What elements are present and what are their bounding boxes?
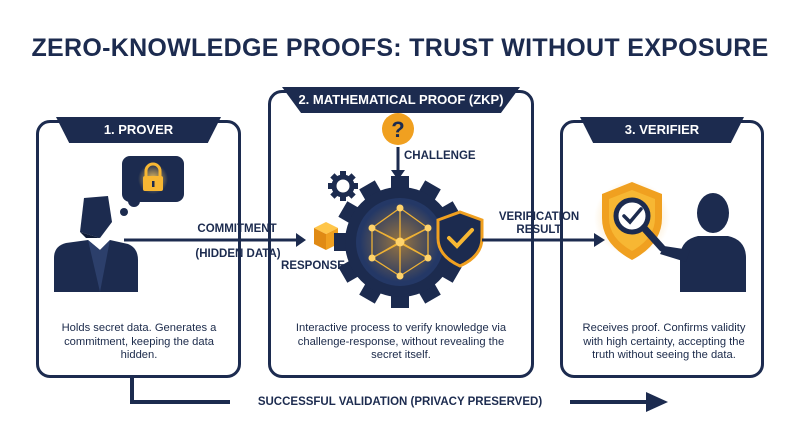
magnifier-shield-icon xyxy=(594,180,670,260)
verifier-description: Receives proof. Confirms validity with h… xyxy=(582,322,746,361)
commitment-label: COMMITMENT xyxy=(197,223,277,235)
proof-description: Interactive process to verify knowledge … xyxy=(295,322,507,361)
person-icon xyxy=(54,196,138,292)
hidden-data-label: (HIDDEN DATA) xyxy=(195,248,281,260)
page-title: ZERO-KNOWLEDGE PROOFS: TRUST WITHOUT EXP… xyxy=(31,34,769,62)
verification-label: VERIFICATION xyxy=(498,211,580,223)
verifier-person-icon xyxy=(660,193,746,292)
shield-check-icon xyxy=(436,210,484,268)
neural-gear-icon xyxy=(334,176,466,308)
verification-arrow xyxy=(482,233,605,247)
lock-icon xyxy=(138,162,168,194)
result-label: RESULT xyxy=(516,224,562,236)
question-icon: ? xyxy=(382,113,414,145)
proof-badge: 2. MATHEMATICAL PROOF (ZKP) xyxy=(282,87,520,113)
response-label: RESPONSE xyxy=(281,260,345,272)
bottom-arrow-label: SUCCESSFUL VALIDATION (PRIVACY PRESERVED… xyxy=(230,394,570,410)
commitment-arrow xyxy=(124,233,306,247)
challenge-arrow xyxy=(391,147,405,180)
prover-badge: 1. PROVER xyxy=(56,117,221,143)
question-mark: ? xyxy=(391,117,404,142)
gear-icon xyxy=(328,171,358,201)
challenge-label: CHALLENGE xyxy=(404,150,476,162)
prover-description: Holds secret data. Generates a commitmen… xyxy=(61,322,217,361)
verifier-badge: 3. VERIFIER xyxy=(580,117,744,143)
